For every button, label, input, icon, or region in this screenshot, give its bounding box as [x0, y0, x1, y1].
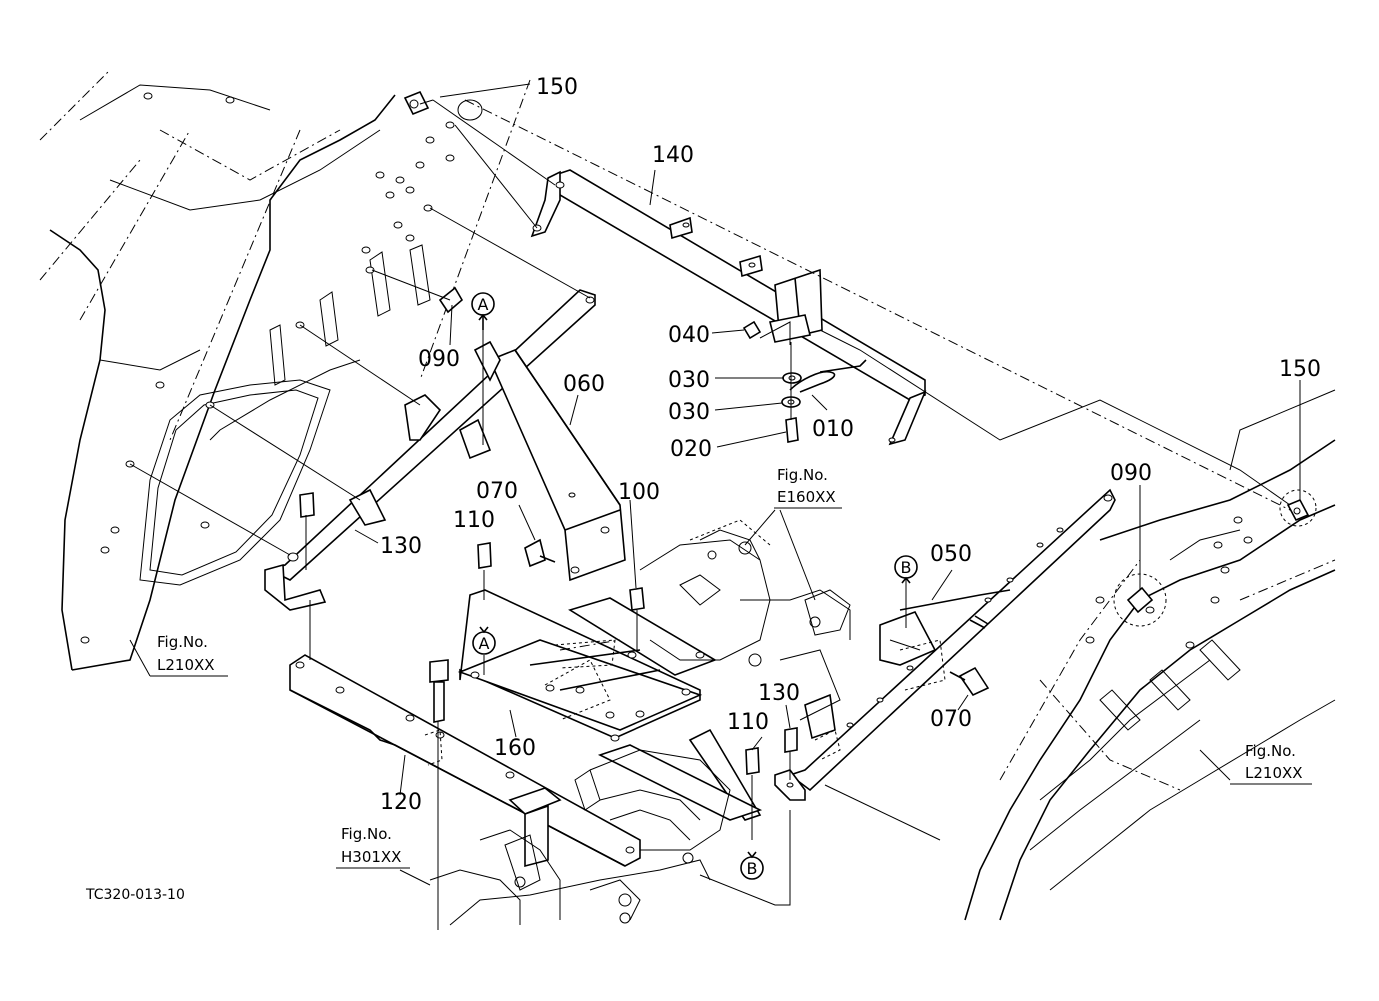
part-label-110-left: 110 — [453, 508, 495, 533]
part-labels: 150 140 090 060 040 030 030 010 020 150 … — [380, 75, 1321, 815]
part-label-050: 050 — [930, 542, 972, 567]
part-label-030-lower: 030 — [668, 400, 710, 425]
part-label-160: 160 — [494, 736, 536, 761]
fig-ref-e160-line2: E160XX — [777, 488, 836, 506]
part-label-060: 060 — [563, 372, 605, 397]
figure-references: Fig.No. E160XX Fig.No. L210XX Fig.No. L2… — [150, 466, 1312, 869]
fig-ref-l210-left-line2: L210XX — [157, 656, 215, 674]
right-frame-holes — [1085, 489, 1317, 649]
part-160-plates — [457, 589, 717, 742]
part-label-040: 040 — [668, 323, 710, 348]
part-label-130-right: 130 — [758, 681, 800, 706]
left-frame-holes — [80, 92, 483, 644]
part-120-beam — [289, 654, 641, 868]
fig-ref-e160-line1: Fig.No. — [777, 466, 828, 484]
fig-ref-l210-left-line1: Fig.No. — [157, 633, 208, 651]
part-label-090-right: 090 — [1110, 461, 1152, 486]
connection-markers: A A B B — [471, 292, 918, 880]
part-label-110-right: 110 — [727, 710, 769, 735]
part-050-right-bracket — [597, 488, 1116, 821]
part-label-070-left: 070 — [476, 479, 518, 504]
marker-a-top-letter: A — [478, 295, 489, 314]
part-label-130-left: 130 — [380, 534, 422, 559]
fig-ref-h301-line1: Fig.No. — [341, 825, 392, 843]
drawing-code: TC320-013-10 — [85, 887, 185, 903]
part-label-100: 100 — [618, 480, 660, 505]
part-060-strut — [459, 340, 626, 582]
fig-ref-l210-right-line1: Fig.No. — [1245, 742, 1296, 760]
fasteners — [299, 90, 1310, 775]
fig-ref-l210-right-line2: L210XX — [1245, 764, 1303, 782]
left-frame-outline — [39, 69, 531, 671]
part-label-070-right: 070 — [930, 707, 972, 732]
part-140-cross-bracket — [530, 169, 927, 446]
part-label-150-right: 150 — [1279, 357, 1321, 382]
part-label-090-left: 090 — [418, 347, 460, 372]
part-label-020: 020 — [670, 437, 712, 462]
assembly-lines — [129, 83, 1301, 930]
part-label-140: 140 — [652, 143, 694, 168]
marker-b-bottom-letter: B — [747, 859, 758, 878]
fig-ref-h301-line2: H301XX — [341, 848, 401, 866]
part-label-030-upper: 030 — [668, 368, 710, 393]
marker-a-bottom-letter: A — [479, 634, 490, 653]
part-label-010: 010 — [812, 417, 854, 442]
part-label-120: 120 — [380, 790, 422, 815]
engine-context-outline — [424, 519, 946, 926]
right-frame-outline — [964, 389, 1336, 921]
marker-b-right-letter: B — [901, 558, 912, 577]
part-label-150-top: 150 — [536, 75, 578, 100]
